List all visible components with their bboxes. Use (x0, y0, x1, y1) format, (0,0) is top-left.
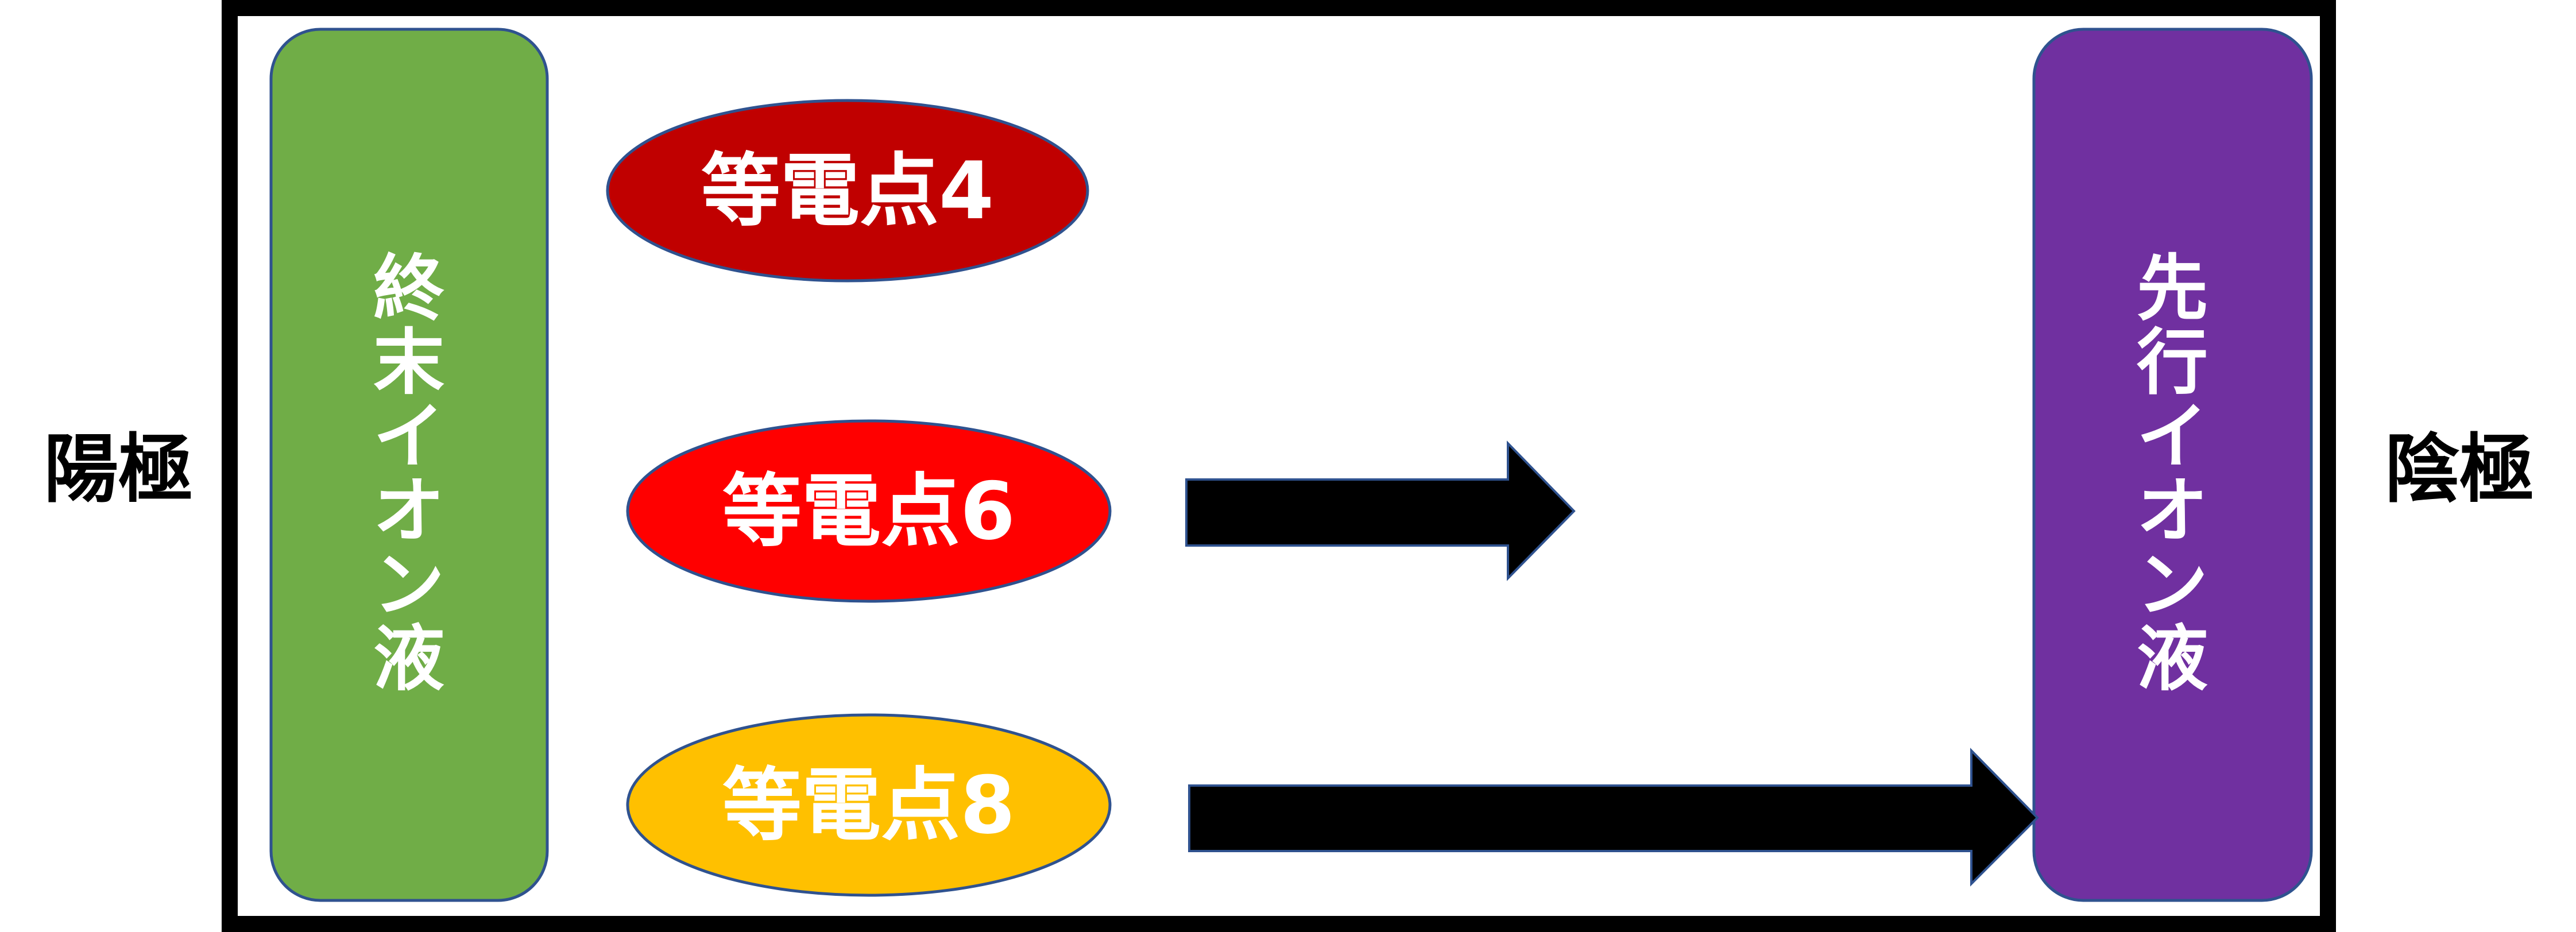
char: 末 (373, 322, 444, 404)
pi8-migration-arrow (1188, 748, 2039, 887)
char: ン (2137, 544, 2208, 627)
char: イ (373, 396, 444, 478)
pi8-band (626, 713, 1112, 897)
terminating-solution-label: 終 末 イ オ ン 液 (373, 247, 444, 701)
pi4-label: 等電点4 (701, 145, 994, 237)
char: 先 (2137, 247, 2208, 330)
char: イ (2137, 396, 2208, 478)
char: オ (2137, 470, 2208, 552)
pi6-migration-arrow (1185, 440, 1576, 581)
terminating-solution-block (269, 28, 549, 902)
char: 行 (2137, 322, 2208, 404)
char: オ (373, 470, 444, 552)
char: 液 (373, 618, 444, 701)
cathode-label: 陰極 (2385, 426, 2534, 513)
char: 液 (2137, 618, 2208, 701)
pi6-label: 等電点6 (722, 465, 1015, 558)
pi8-label: 等電点8 (722, 759, 1015, 852)
anode-label: 陽極 (44, 426, 193, 513)
leading-solution-label: 先 行 イ オ ン 液 (2137, 247, 2208, 701)
pi4-band (606, 99, 1089, 283)
char: 終 (373, 247, 444, 330)
leading-solution-block (2032, 28, 2313, 902)
pi6-band (626, 419, 1112, 603)
char: ン (373, 544, 444, 627)
